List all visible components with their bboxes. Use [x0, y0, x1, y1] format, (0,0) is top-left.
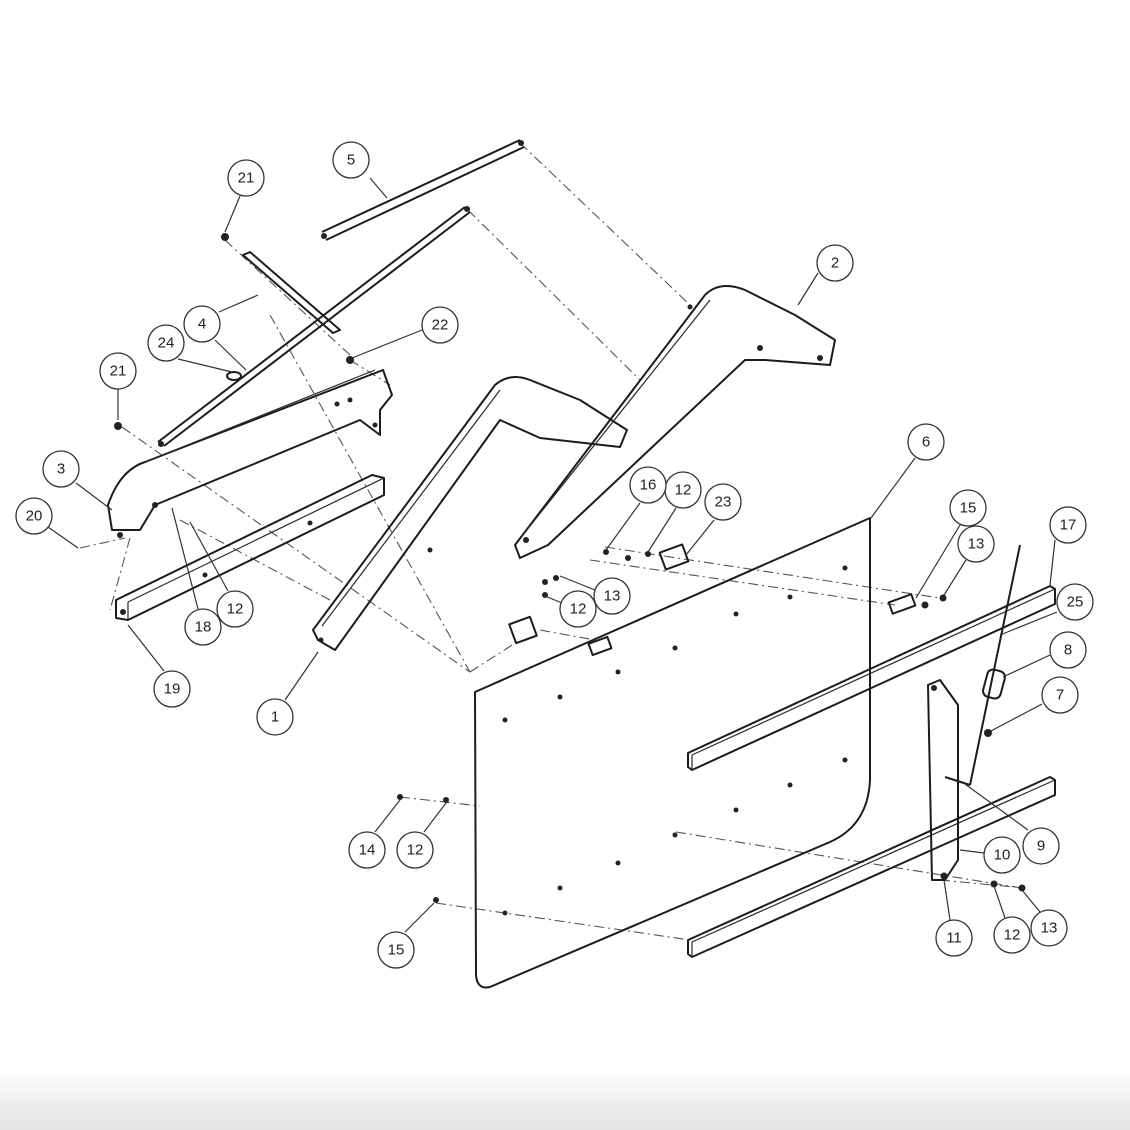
svg-text:2: 2: [831, 255, 839, 272]
leader-lines: [47, 177, 1058, 933]
callout-12: 12: [216, 590, 254, 628]
fasteners-21-22: [114, 233, 354, 430]
svg-text:12: 12: [407, 842, 424, 859]
callout-15: 15: [949, 489, 987, 527]
svg-text:23: 23: [715, 494, 732, 511]
svg-text:25: 25: [1067, 594, 1084, 611]
svg-text:8: 8: [1064, 642, 1072, 659]
callout-13: 13: [593, 577, 631, 615]
svg-text:12: 12: [1004, 927, 1021, 944]
svg-text:12: 12: [227, 601, 244, 618]
svg-text:15: 15: [388, 942, 405, 959]
svg-text:22: 22: [432, 317, 449, 334]
svg-text:9: 9: [1037, 838, 1045, 855]
svg-text:7: 7: [1056, 687, 1064, 704]
callout-21: 21: [99, 352, 137, 390]
svg-text:19: 19: [164, 681, 181, 698]
callout-12: 12: [664, 471, 702, 509]
svg-text:18: 18: [195, 619, 212, 636]
svg-text:13: 13: [968, 536, 985, 553]
part-1-arm: [312, 375, 628, 651]
callout-11: 11: [935, 919, 973, 957]
callout-23: 23: [704, 483, 742, 521]
callout-8: 8: [1049, 631, 1087, 669]
part-lower-tube: [687, 776, 1056, 958]
svg-text:1: 1: [271, 709, 279, 726]
svg-text:12: 12: [675, 482, 692, 499]
callout-25: 25: [1056, 583, 1094, 621]
svg-text:5: 5: [347, 152, 355, 169]
svg-text:4: 4: [198, 316, 206, 333]
svg-text:12: 12: [570, 601, 587, 618]
part-6-panel: [474, 517, 871, 989]
callout-18: 18: [184, 608, 222, 646]
callout-20: 20: [15, 497, 53, 535]
part-17-tube: [687, 585, 1056, 771]
assembly-centerlines: [79, 142, 1026, 941]
svg-text:21: 21: [238, 170, 255, 187]
svg-text:21: 21: [110, 363, 127, 380]
callout-1: 1: [256, 698, 294, 736]
svg-text:10: 10: [994, 847, 1011, 864]
callout-5: 5: [332, 141, 370, 179]
callout-22: 22: [421, 306, 459, 344]
callout-9: 9: [1022, 827, 1060, 865]
part-4-rod-and-bracket: [157, 206, 471, 447]
part-10-plate: [927, 679, 959, 881]
part-5-rod: [321, 139, 525, 241]
callout-12: 12: [559, 590, 597, 628]
callout-14: 14: [348, 831, 386, 869]
part-3-bracket: [107, 369, 393, 538]
callout-7: 7: [1041, 676, 1079, 714]
callout-4: 4: [183, 305, 221, 343]
svg-text:14: 14: [359, 842, 376, 859]
callout-13: 13: [957, 525, 995, 563]
part-2-arm: [514, 285, 836, 559]
callout-17: 17: [1049, 506, 1087, 544]
callout-6: 6: [907, 423, 945, 461]
svg-text:13: 13: [1041, 920, 1058, 937]
callout-12: 12: [993, 916, 1031, 954]
svg-text:11: 11: [946, 930, 962, 947]
hinge-hardware: [397, 543, 1026, 903]
callout-12: 12: [396, 831, 434, 869]
callout-2: 2: [816, 244, 854, 282]
svg-text:17: 17: [1060, 517, 1077, 534]
svg-text:13: 13: [604, 588, 621, 605]
callout-21: 21: [227, 159, 265, 197]
part-19-channel: [115, 474, 385, 621]
bottom-shading: [0, 1070, 1130, 1130]
svg-text:20: 20: [26, 508, 43, 525]
callout-16: 16: [629, 466, 667, 504]
svg-text:24: 24: [158, 335, 175, 352]
handle-rod-assembly: [944, 544, 1021, 786]
svg-text:6: 6: [922, 434, 930, 451]
callout-10: 10: [983, 836, 1021, 874]
callout-24: 24: [147, 324, 185, 362]
svg-text:15: 15: [960, 500, 977, 517]
part-24-grommet: [226, 371, 242, 381]
callout-3: 3: [42, 450, 80, 488]
svg-text:16: 16: [640, 477, 657, 494]
callout-13: 13: [1030, 909, 1068, 947]
callout-19: 19: [153, 670, 191, 708]
svg-text:3: 3: [57, 461, 65, 478]
callout-15: 15: [377, 931, 415, 969]
